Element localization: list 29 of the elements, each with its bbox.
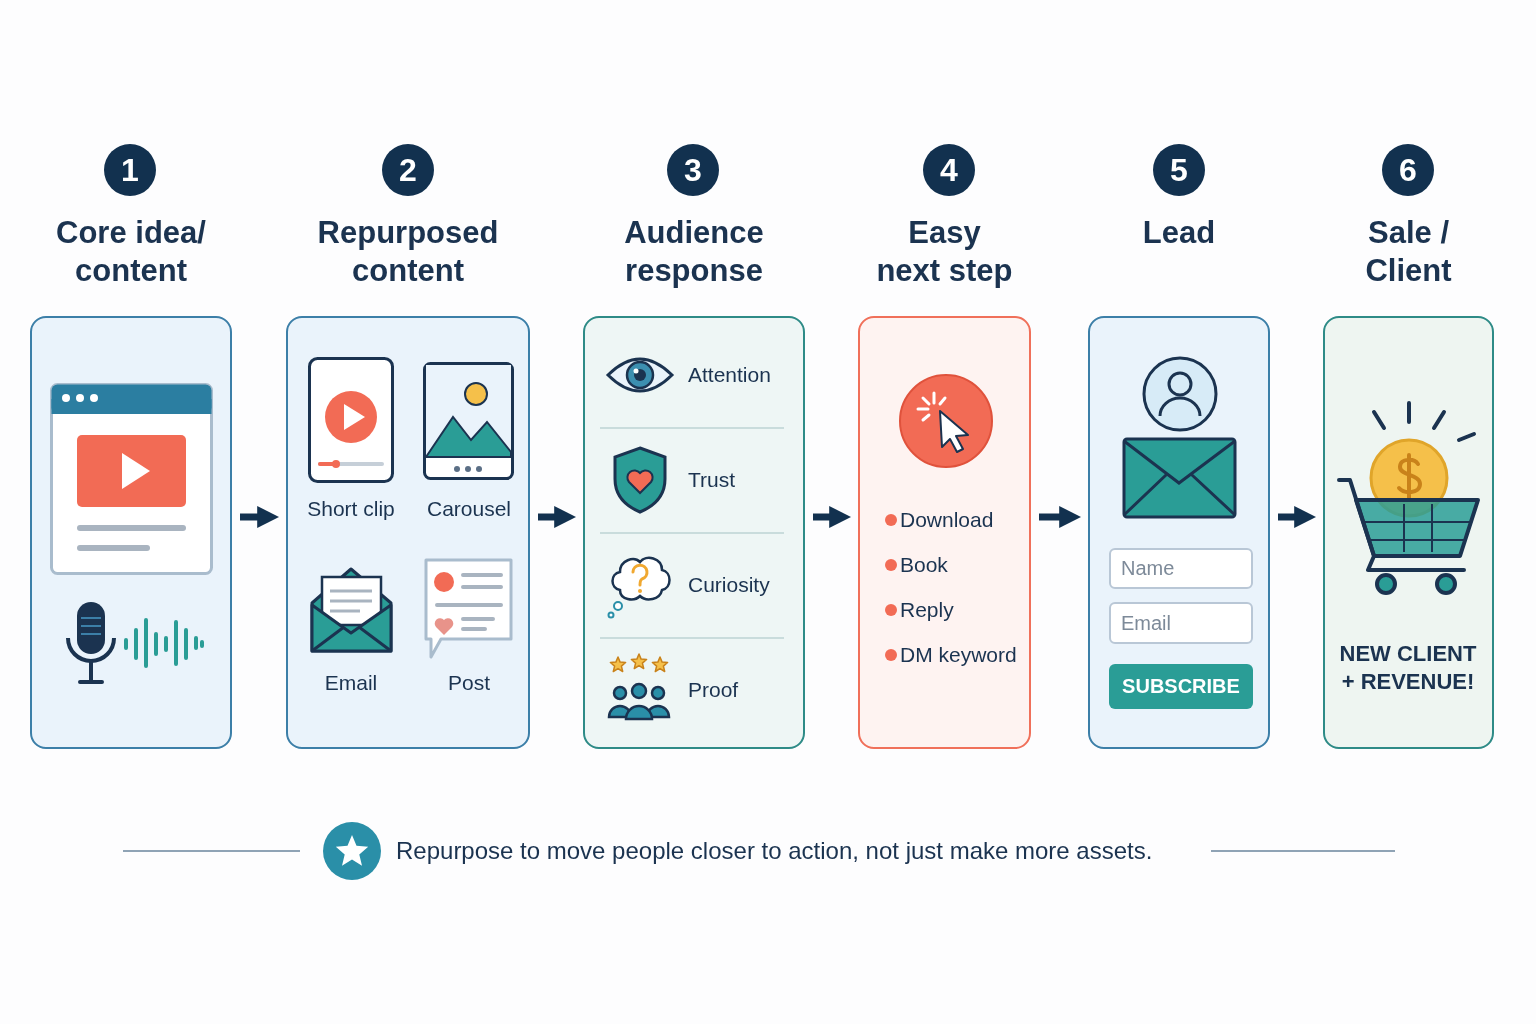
stage-heading: Easy next step — [875, 214, 1014, 290]
step-number: 4 — [923, 144, 975, 196]
response-label: Curiosity — [688, 572, 770, 598]
list-item: DM keyword — [900, 642, 1017, 668]
list-item: Reply — [900, 597, 954, 623]
input-field: Name — [1109, 548, 1253, 589]
stage-heading: Audience response — [623, 214, 765, 290]
list-item: Book — [900, 552, 948, 578]
result-text: NEW CLIENT + REVENUE! — [1338, 640, 1478, 696]
stage-heading: Lead — [1141, 214, 1217, 252]
stage-heading: Repurposed content — [316, 214, 500, 290]
footer-note: Repurpose to move people closer to action, not just make more assets. — [396, 836, 1153, 866]
stage-heading: Core idea/ content — [55, 214, 207, 290]
response-label: Trust — [688, 467, 736, 493]
thumbnail-label: Carousel — [425, 496, 512, 522]
step-number: 5 — [1153, 144, 1205, 196]
list-item: Download — [900, 507, 994, 533]
thumbnail-label: Email — [323, 670, 379, 696]
input-field: Email — [1109, 602, 1253, 644]
thumbnail-label: Post — [447, 670, 491, 696]
step-number: 3 — [667, 144, 719, 196]
subscribe-button: SUBSCRIBE — [1109, 664, 1253, 709]
step-number: 1 — [104, 144, 156, 196]
response-label: Attention — [688, 362, 771, 388]
response-label: Proof — [688, 677, 739, 703]
step-number: 2 — [382, 144, 434, 196]
thumbnail-label: Short clip — [306, 496, 396, 522]
stage-heading: Sale / Client — [1364, 214, 1453, 290]
step-number: 6 — [1382, 144, 1434, 196]
